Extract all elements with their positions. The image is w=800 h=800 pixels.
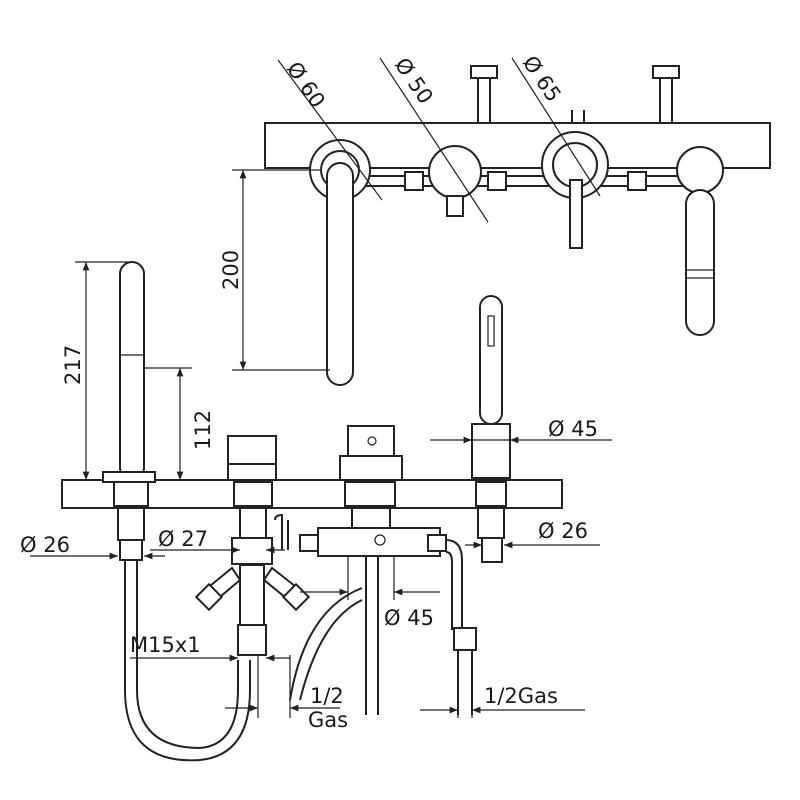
front-handshower [479, 295, 503, 425]
handshower-holder [676, 146, 724, 194]
mixer-valve-body [231, 537, 273, 565]
diverter-cap-screw [367, 436, 377, 446]
label-d26-left: Ø 26 [20, 533, 70, 557]
front-spout-flange [102, 471, 156, 483]
label-half-gas: 1/2Gas [484, 684, 558, 708]
flex-hose-outer [124, 560, 251, 762]
label-d26-right: Ø 26 [538, 519, 588, 543]
front-spout [119, 261, 145, 481]
diverter-body [339, 455, 403, 481]
diverter-nut [344, 481, 396, 507]
label-h217: 217 [61, 345, 85, 385]
top-riser-nut-2 [652, 65, 680, 79]
front-view [30, 261, 612, 762]
label-half-line2: Gas [308, 708, 348, 732]
handshower-grip-lines [686, 269, 714, 279]
manifold-right-fitting [427, 534, 447, 552]
top-view [232, 57, 771, 386]
mixer-outlet-connector [237, 624, 267, 656]
front-handshower-tail [481, 537, 503, 563]
top-stub-pipe [571, 110, 585, 123]
distribution-manifold [317, 527, 441, 557]
handshower-supply-connector [453, 627, 477, 651]
diverter-cap [347, 425, 395, 457]
mixer-nut [233, 481, 273, 507]
label-top-h200: 200 [219, 250, 243, 290]
top-fitting-3 [627, 171, 647, 191]
mixer-return-pipe [274, 513, 289, 550]
label-top-d60: Ø 60 [282, 57, 330, 112]
label-h112: 112 [191, 410, 215, 450]
label-d45-body: Ø 45 [384, 606, 434, 630]
dim-line-d65 [511, 57, 601, 197]
label-m15: M15x1 [130, 633, 201, 657]
dim-line-d60 [277, 59, 383, 201]
label-d45-hand: Ø 45 [548, 417, 598, 441]
handshower-handle [685, 189, 715, 336]
mixer-shank [239, 507, 267, 539]
top-fitting-2 [487, 171, 507, 191]
front-handshower-nozzle [487, 315, 495, 347]
front-handshower-holder [471, 423, 511, 479]
front-handshower-nut [475, 481, 507, 507]
valve-knob-right [281, 582, 311, 612]
dim-line-d50 [379, 57, 489, 223]
label-d27: Ø 27 [158, 527, 208, 551]
valve-knob-left [194, 582, 224, 612]
mixer-outlet [446, 195, 464, 217]
label-half-line1: 1/2 [310, 684, 344, 708]
front-spout-shank [117, 507, 145, 541]
bath-outlet-hose [289, 587, 363, 701]
manifold-port [374, 534, 386, 546]
top-riser-nut-1 [470, 65, 498, 79]
top-fitting-1 [404, 171, 424, 191]
front-spout-connector [119, 539, 143, 561]
diverter-feed-pipe [365, 556, 379, 715]
handshower-supply-pipe [445, 539, 463, 630]
mixer-body [227, 463, 277, 481]
front-handshower-shank [477, 507, 505, 539]
diverter-lever [569, 179, 583, 249]
mixer-lower-body [239, 564, 265, 626]
front-spout-nut [113, 481, 149, 507]
label-top-d50: Ø 50 [390, 53, 438, 108]
handshower-supply-tail [457, 650, 473, 715]
flex-hose-inner [136, 560, 239, 750]
spout-arm [326, 162, 354, 386]
manifold-left-fitting [299, 534, 319, 552]
mixer-cap [227, 435, 277, 465]
